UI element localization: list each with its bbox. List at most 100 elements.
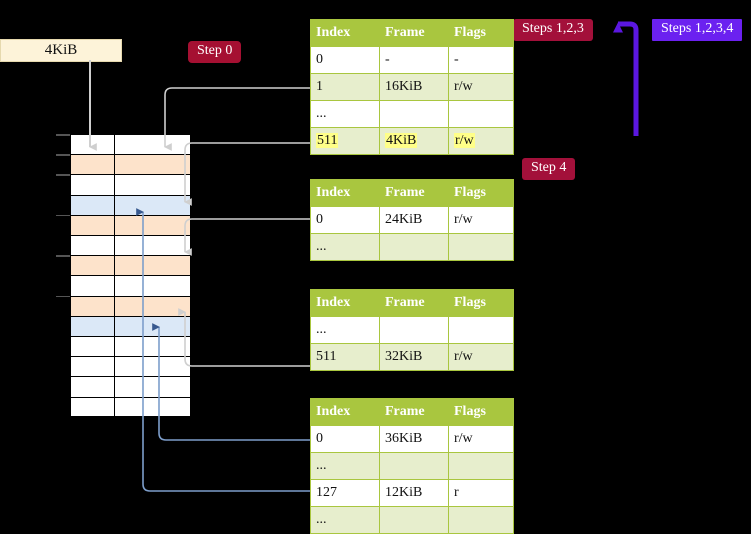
table-cell-flags: r/w — [448, 206, 514, 234]
step4-label: Step 4 — [531, 160, 567, 175]
table-cell-index: ... — [310, 506, 380, 534]
table-cell-index: ... — [310, 233, 380, 261]
memory-frame-6[interactable] — [70, 255, 191, 276]
table-cell-frame: 36KiB — [379, 425, 449, 453]
table-row[interactable]: ... — [310, 316, 514, 344]
column-header-frame: Frame — [379, 19, 449, 47]
column-header-flags: Flags — [448, 289, 514, 317]
table-cell-frame — [379, 316, 449, 344]
memory-size-label: 4KiB — [44, 42, 78, 58]
table-cell-frame: 24KiB — [379, 206, 449, 234]
memory-size-box: 4KiB — [0, 39, 122, 62]
memory-frame-10[interactable] — [70, 336, 191, 357]
column-header-flags: Flags — [448, 19, 514, 47]
memory-frame-8[interactable] — [70, 295, 191, 316]
physical-memory-column — [56, 134, 191, 417]
column-header-index: Index — [310, 179, 380, 207]
table-cell-frame — [379, 506, 449, 534]
table-cell-frame: - — [379, 46, 449, 74]
table-cell-index: 0 — [310, 46, 380, 74]
table-cell-index: 0 — [310, 425, 380, 453]
memory-frame-13[interactable] — [70, 396, 191, 417]
table-row[interactable]: 0-- — [310, 46, 514, 74]
steps1234-bracket-arrow — [613, 21, 639, 136]
steps123-badge: Steps 1,2,3 — [513, 19, 593, 41]
column-header-index: Index — [310, 398, 380, 426]
table-cell-frame: 16KiB — [379, 73, 449, 101]
table-cell-flags — [448, 506, 514, 534]
table-cell-frame — [379, 233, 449, 261]
table-cell-index: 511 — [310, 127, 380, 155]
column-header-index: Index — [310, 289, 380, 317]
step0-label: Step 0 — [197, 43, 233, 58]
highlighted-value: 4KiB — [385, 132, 418, 148]
highlighted-value: r/w — [454, 132, 475, 148]
memory-frame-7[interactable] — [70, 275, 191, 296]
table-cell-flags — [448, 452, 514, 480]
memory-frame-5[interactable] — [70, 235, 191, 256]
steps123-label: Steps 1,2,3 — [522, 21, 584, 36]
column-header-frame: Frame — [379, 179, 449, 207]
table-cell-flags: r/w — [448, 343, 514, 371]
table-cell-index: 0 — [310, 206, 380, 234]
column-header-flags: Flags — [448, 398, 514, 426]
table-row[interactable]: ... — [310, 452, 514, 480]
table-cell-frame: 12KiB — [379, 479, 449, 507]
table-cell-frame: 4KiB — [379, 127, 449, 155]
table-cell-index: 511 — [310, 343, 380, 371]
frame-tick-2 — [56, 174, 70, 176]
table-cell-flags — [448, 100, 514, 128]
table-cell-flags: r/w — [448, 73, 514, 101]
table-cell-frame: 32KiB — [379, 343, 449, 371]
memory-column-divider — [114, 134, 116, 417]
table-cell-frame — [379, 100, 449, 128]
table-cell-index: ... — [310, 100, 380, 128]
memory-frame-12[interactable] — [70, 376, 191, 397]
steps1234-label: Steps 1,2,3,4 — [661, 21, 734, 36]
table-cell-frame — [379, 452, 449, 480]
table-cell-flags — [448, 316, 514, 344]
step0-badge: Step 0 — [188, 41, 242, 63]
frame-tick-8 — [56, 295, 70, 298]
frame-tick-4 — [56, 214, 70, 217]
step4-badge: Step 4 — [522, 158, 576, 180]
frame-tick-0 — [56, 134, 70, 136]
table-row[interactable]: ... — [310, 233, 514, 261]
column-header-frame: Frame — [379, 398, 449, 426]
memory-frame-4[interactable] — [70, 214, 191, 235]
table-cell-index: 1 — [310, 73, 380, 101]
wire-pml4-4kib — [184, 142, 311, 206]
memory-frame-11[interactable] — [70, 356, 191, 377]
table-cell-index: ... — [310, 452, 380, 480]
memory-frame-9[interactable] — [70, 315, 191, 336]
memory-frame-0[interactable] — [70, 134, 191, 155]
table-cell-flags: r/w — [448, 425, 514, 453]
table-row[interactable]: 511 4KiB r/w — [310, 127, 514, 155]
table-cell-flags: r — [448, 479, 514, 507]
table-row[interactable]: ... — [310, 100, 514, 128]
memory-frame-3[interactable] — [70, 194, 191, 215]
memory-frame-2[interactable] — [70, 174, 191, 195]
table-cell-flags: r/w — [448, 127, 514, 155]
table-row[interactable]: ... — [310, 506, 514, 534]
table-cell-flags — [448, 233, 514, 261]
memory-frame-1[interactable] — [70, 154, 191, 175]
column-header-frame: Frame — [379, 289, 449, 317]
wire-pd-32kib — [178, 308, 311, 367]
frame-tick-6 — [56, 255, 70, 257]
steps1234-badge: Steps 1,2,3,4 — [652, 19, 743, 41]
column-header-index: Index — [310, 19, 380, 47]
